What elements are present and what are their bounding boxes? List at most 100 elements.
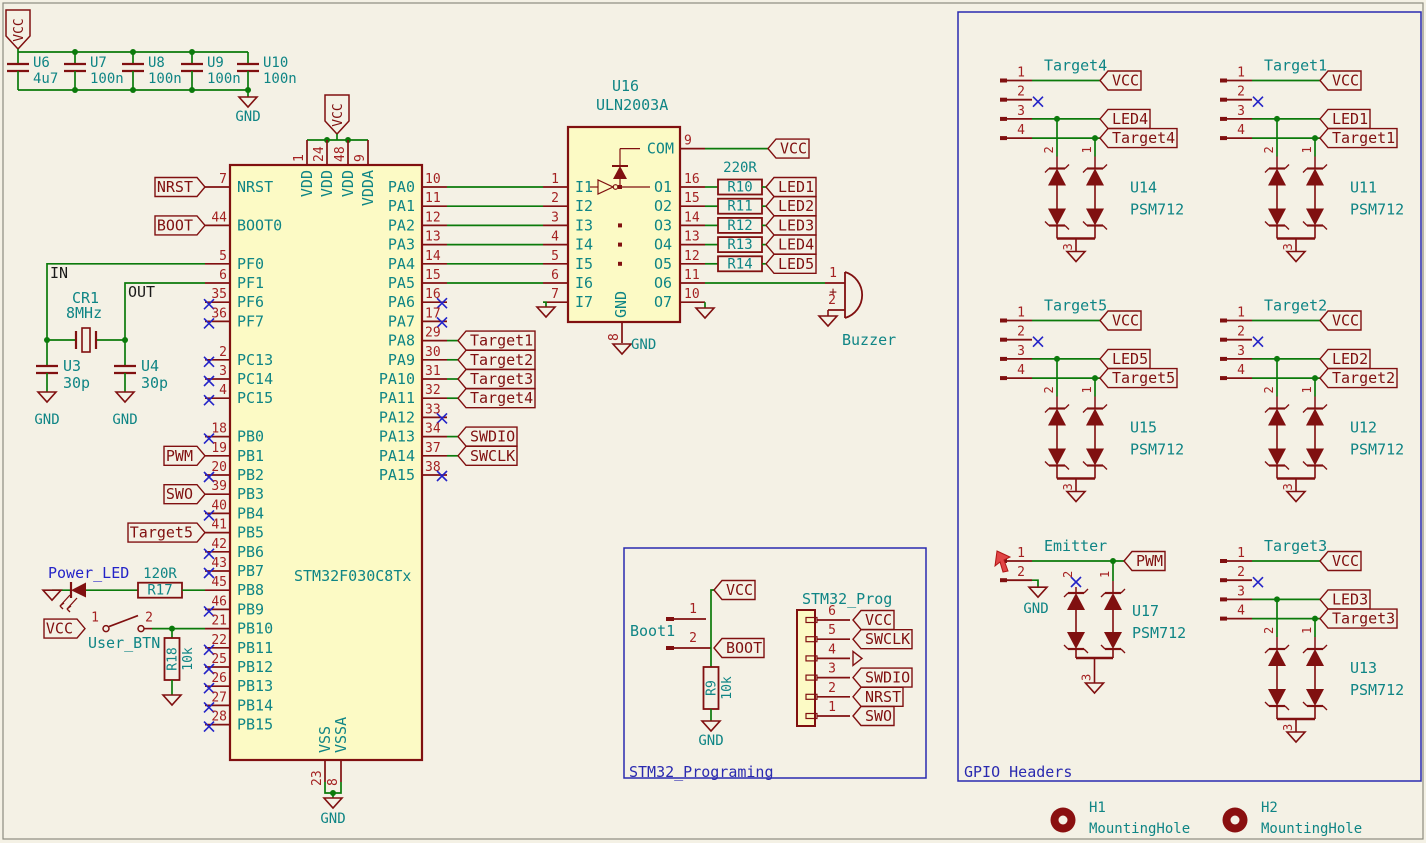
line: [1284, 644, 1290, 650]
mcu-stm32[interactable]: STM32F030C8TxVCC1VDD24VDD48VDD9VDDA23VSS…: [127, 94, 543, 827]
hier-label-Target3[interactable]: Target3: [1319, 608, 1398, 629]
hier-label-Target2[interactable]: Target2: [457, 349, 536, 370]
hier-label-VCC[interactable]: VCC: [43, 618, 86, 639]
hier-label-VCC[interactable]: VCC: [1319, 310, 1362, 331]
tvs-part: PSM712: [1130, 201, 1184, 219]
hier-label-Target5[interactable]: Target5: [127, 522, 206, 543]
led-symbol[interactable]: [71, 582, 86, 598]
hier-label-LED3[interactable]: LED3: [765, 215, 817, 236]
pin-pad: [1220, 578, 1227, 583]
pin-name: PB11: [237, 639, 273, 657]
hier-label-LED1[interactable]: LED1: [1319, 108, 1371, 130]
vcc-flag[interactable]: VCC: [5, 9, 31, 51]
hier-label-Target1[interactable]: Target1: [457, 330, 536, 351]
buzzer-body[interactable]: [844, 271, 864, 319]
switch-contact[interactable]: [137, 624, 145, 633]
hier-label-VCC[interactable]: VCC: [767, 138, 810, 159]
hier-label-Target4[interactable]: Target4: [457, 388, 536, 409]
hier-label-VCC[interactable]: VCC: [1099, 310, 1142, 331]
hier-label-LED5[interactable]: LED5: [1099, 348, 1151, 370]
hier-label-SWDIO[interactable]: SWDIO: [457, 426, 518, 447]
hier-label-LED4[interactable]: LED4: [1099, 108, 1151, 130]
hier-label-Target5[interactable]: Target5: [1099, 367, 1178, 389]
resistor-R17[interactable]: R17: [137, 581, 183, 599]
mcu-body[interactable]: [228, 163, 424, 762]
resistor-R14[interactable]: R14: [717, 255, 763, 272]
pin-name: PB9: [237, 600, 264, 618]
wire: [1032, 579, 1039, 588]
hier-label-VCC[interactable]: VCC: [852, 609, 895, 631]
hier-label-VCC[interactable]: VCC: [1099, 70, 1142, 91]
hier-label-LED3[interactable]: LED3: [1319, 589, 1371, 610]
hier-label-LED1[interactable]: LED1: [765, 176, 817, 198]
resistor-R11[interactable]: R11: [717, 197, 763, 215]
uln-body[interactable]: [566, 125, 682, 324]
hier-label-PWM[interactable]: PWM: [1123, 550, 1166, 572]
hier-label-VCC[interactable]: VCC: [713, 579, 756, 601]
hier-label-SWDIO[interactable]: SWDIO: [852, 667, 913, 688]
no-connect-icon: [436, 316, 448, 328]
pin-number: 2: [1061, 571, 1075, 578]
hier-label-LED2[interactable]: LED2: [1319, 348, 1371, 370]
hier-label-LED5[interactable]: LED5: [765, 253, 817, 274]
resistor-R13[interactable]: R13: [717, 236, 763, 253]
gnd-text: GND: [34, 412, 59, 428]
hier-label-Target3[interactable]: Target3: [457, 368, 536, 390]
hier-label-SWO[interactable]: SWO: [163, 484, 206, 505]
line: [1322, 644, 1328, 650]
hier-label-Target4[interactable]: Target4: [1099, 127, 1178, 149]
hier-label-SWO[interactable]: SWO: [852, 705, 895, 727]
connector-body[interactable]: [796, 609, 816, 727]
hier-label-LED2[interactable]: LED2: [765, 195, 817, 217]
hier-label-BOOT[interactable]: BOOT: [154, 215, 206, 236]
hier-label-SWCLK[interactable]: SWCLK: [457, 445, 518, 466]
switch-contact[interactable]: [102, 624, 110, 633]
hier-label-NRST[interactable]: NRST: [154, 176, 206, 198]
hier-label-PWM[interactable]: PWM: [163, 445, 206, 466]
hier-label-NRST[interactable]: NRST: [852, 686, 904, 707]
resistor-R10[interactable]: R10: [717, 178, 763, 196]
pin-name: O5: [654, 255, 672, 273]
hier-label-shape: [713, 637, 765, 659]
resistor-R12[interactable]: R12: [717, 216, 763, 234]
gnd-symbol: [36, 391, 58, 404]
vcc-flag[interactable]: VCC: [324, 94, 350, 136]
hier-label-Target1[interactable]: Target1: [1319, 127, 1398, 149]
hier-label-SWCLK[interactable]: SWCLK: [852, 629, 913, 650]
hier-label-BOOT[interactable]: BOOT: [713, 637, 765, 659]
hier-label-VCC[interactable]: VCC: [1319, 70, 1362, 91]
hier-label-Target2[interactable]: Target2: [1319, 367, 1398, 389]
hier-label-VCC[interactable]: VCC: [1319, 550, 1362, 572]
tvs-diode: [1306, 689, 1324, 706]
hier-label-LED4[interactable]: LED4: [765, 234, 817, 255]
crystal-body[interactable]: [81, 327, 91, 353]
